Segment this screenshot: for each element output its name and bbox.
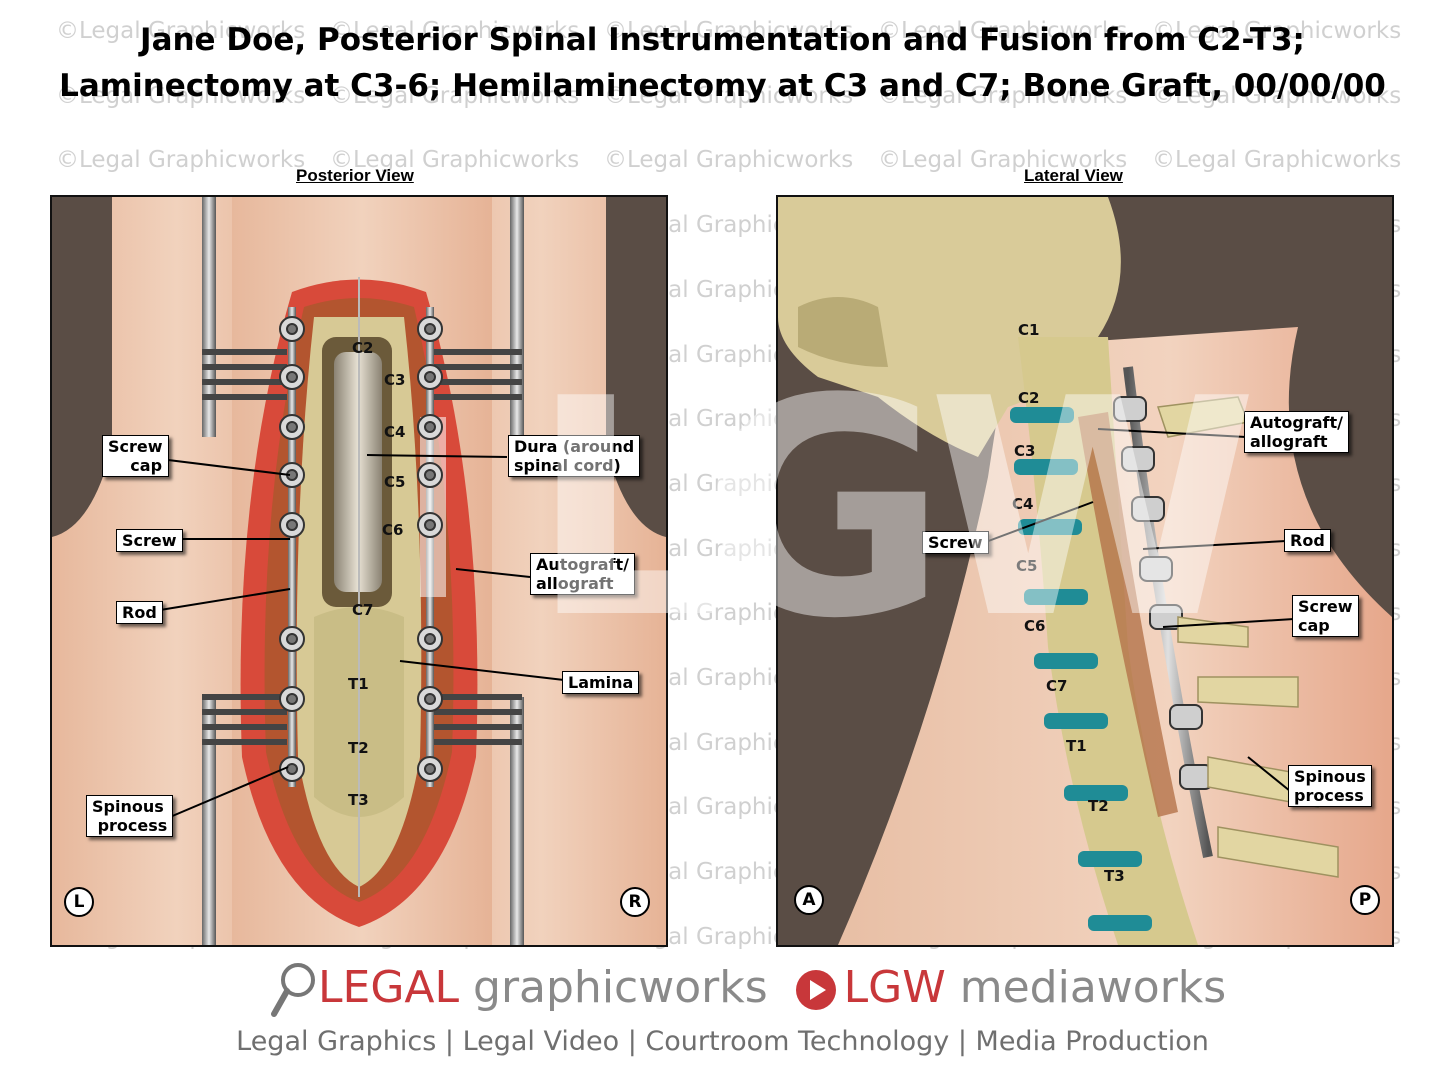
vertebra-label-t3: T3 <box>348 791 369 809</box>
callout-autograft: Autograft/ allograft <box>1244 411 1350 453</box>
orientation-anterior-marker: A <box>794 885 824 915</box>
intervertebral-disc <box>1034 653 1098 669</box>
lateral-view-panel: C1 C2 C3 C4 C5 C6 C7 T1 T2 T3 Autograft/… <box>776 195 1394 947</box>
vertebra-label-c5: C5 <box>1016 557 1038 575</box>
intervertebral-disc <box>1064 785 1128 801</box>
brand-lgw: LGW <box>843 962 946 1013</box>
orientation-left-marker: L <box>64 887 94 917</box>
page-title-line2: Laminectomy at C3-6; Hemilaminectomy at … <box>59 68 1386 104</box>
posterior-view-title: Posterior View <box>296 166 414 185</box>
screw-cap-icon <box>1113 396 1147 422</box>
intervertebral-disc <box>1010 407 1074 423</box>
intervertebral-disc <box>1044 713 1108 729</box>
vertebra-label-t1: T1 <box>348 675 369 693</box>
brand-mediaworks: mediaworks <box>945 962 1227 1013</box>
callout-screw-cap: Screw cap <box>1292 595 1359 637</box>
lateral-view-title: Lateral View <box>1024 166 1123 185</box>
screw-cap-icon <box>1169 704 1203 730</box>
watermark-text: ©Legal Graphicworks <box>56 147 306 174</box>
vertebra-label-t2: T2 <box>348 739 369 757</box>
vertebra-label-c2: C2 <box>352 339 374 357</box>
vertebra-label-c4: C4 <box>1012 495 1034 513</box>
callout-screw-cap: Screw cap <box>102 435 169 477</box>
vertebra-label-c4: C4 <box>384 423 406 441</box>
screw-cap-icon <box>1179 764 1213 790</box>
vertebra-label-c1: C1 <box>1018 321 1040 339</box>
callout-screw: Screw <box>922 531 989 554</box>
lateral-illustration <box>778 197 1392 945</box>
posterior-view-panel: C2 C3 C4 C5 C6 C7 T1 T2 T3 Screw cap Scr… <box>50 195 668 947</box>
intervertebral-disc <box>1024 589 1088 605</box>
magnifier-icon <box>271 963 315 1017</box>
screw-cap-icon <box>1121 446 1155 472</box>
callout-spinous-process: Spinous process <box>1288 765 1372 807</box>
vertebra-label-c5: C5 <box>384 473 406 491</box>
vertebra-label-t3: T3 <box>1104 867 1125 885</box>
orientation-posterior-marker: P <box>1350 885 1380 915</box>
brand-graphicworks: graphicworks <box>459 962 768 1013</box>
vertebra-label-c3: C3 <box>1014 442 1036 460</box>
vertebra-label-c7: C7 <box>1046 677 1068 695</box>
footer-brand: LEGAL graphicworks LGW mediaworks <box>270 958 1226 1020</box>
brand-legal: LEGAL <box>318 962 460 1013</box>
callout-spinous-process: Spinous process <box>86 795 174 837</box>
callout-rod: Rod <box>1284 529 1331 552</box>
callout-autograft: Autograft/ allograft <box>530 553 636 595</box>
vertebra-label-t2: T2 <box>1088 797 1109 815</box>
vertebra-label-c2: C2 <box>1018 389 1040 407</box>
watermark-text: ©Legal Graphicworks <box>604 147 854 174</box>
vertebra-label-c3: C3 <box>384 371 406 389</box>
intervertebral-disc <box>1014 459 1078 475</box>
callout-screw: Screw <box>116 529 183 552</box>
vertebra-label-c7: C7 <box>352 601 374 619</box>
callout-dura: Dura (around spinal cord) <box>508 435 641 477</box>
intervertebral-disc <box>1078 851 1142 867</box>
intervertebral-disc <box>1088 915 1152 931</box>
screw-cap-icon <box>1139 556 1173 582</box>
callout-lamina: Lamina <box>562 671 640 694</box>
callout-rod: Rod <box>116 601 163 624</box>
posterior-illustration <box>52 197 666 945</box>
play-icon <box>795 970 836 1010</box>
vertebra-label-c6: C6 <box>382 521 404 539</box>
footer-tagline: Legal Graphics | Legal Video | Courtroom… <box>236 1026 1209 1057</box>
vertebra-label-c6: C6 <box>1024 617 1046 635</box>
page-title-line1: Jane Doe, Posterior Spinal Instrumentati… <box>140 22 1305 58</box>
orientation-right-marker: R <box>620 887 650 917</box>
screw-cap-icon <box>1131 496 1165 522</box>
watermark-text: ©Legal Graphicworks <box>1152 147 1402 174</box>
vertebra-label-t1: T1 <box>1066 737 1087 755</box>
